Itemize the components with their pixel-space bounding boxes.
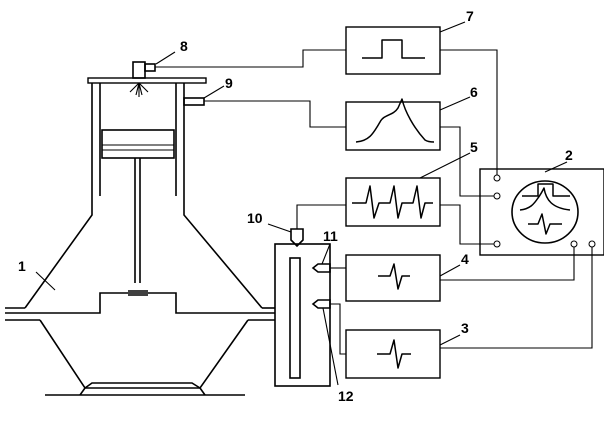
wire-4-to-2 [440, 247, 575, 281]
wire-12-to-3 [330, 303, 346, 355]
box-5 [345, 177, 441, 227]
box-6 [345, 101, 441, 151]
wire-7-to-2 [440, 49, 498, 175]
leader-4 [439, 264, 461, 277]
label-6: 6 [470, 84, 478, 100]
wire-6-to-2 [440, 126, 494, 197]
leader-11 [321, 243, 331, 265]
housing-frame [274, 243, 331, 387]
screen-pulse [522, 183, 570, 197]
crankcase-lower [39, 319, 249, 389]
triple-pulse-waveform [352, 185, 433, 219]
screen-pickup [528, 213, 562, 235]
pressure-waveform [355, 98, 435, 143]
box-4 [345, 254, 441, 302]
sensor-12-body [311, 299, 331, 309]
leader-3 [439, 334, 461, 346]
input-terminal-4 [570, 240, 578, 248]
input-terminal-6 [493, 192, 501, 200]
input-terminal-5 [493, 240, 501, 248]
sensor-10-body [290, 228, 304, 248]
leader-2 [544, 161, 568, 173]
pickup-waveform-4 [378, 263, 410, 290]
input-terminal-7 [493, 174, 501, 182]
oscilloscope [479, 168, 604, 256]
screen-pressure [519, 187, 571, 211]
foot-right [199, 387, 206, 396]
cylinder-left-wall [24, 83, 93, 309]
wiring [155, 49, 593, 355]
label-9: 9 [225, 75, 233, 91]
crankcase-foot-top [84, 382, 201, 389]
cylinder-right-wall [183, 83, 263, 309]
label-10: 10 [247, 210, 263, 226]
piston [101, 129, 175, 159]
foot-left [79, 387, 86, 396]
pressure-sensor [183, 97, 205, 106]
injector-body [132, 61, 146, 79]
wire-5-to-2 [440, 204, 494, 245]
input-terminal-3 [588, 240, 596, 248]
wire-3-to-2 [440, 247, 593, 349]
wire-8-to-7 [155, 49, 346, 68]
pulse-waveform [362, 39, 425, 59]
label-7: 7 [466, 8, 474, 24]
label-1: 1 [18, 258, 26, 274]
engine-body [5, 77, 275, 396]
housing-slot [289, 257, 301, 379]
leader-7 [439, 21, 466, 33]
cylinder-head-plate [87, 77, 207, 84]
leader-10 [267, 223, 292, 233]
box-7 [345, 26, 441, 75]
label-3: 3 [461, 320, 469, 336]
leader-9 [203, 85, 225, 99]
spray-icon [129, 82, 149, 97]
pickup-waveform-3 [377, 339, 411, 369]
label-12: 12 [338, 388, 354, 404]
injector-sensor [129, 61, 156, 97]
wire-9-to-6 [204, 100, 346, 128]
label-5: 5 [470, 139, 478, 155]
leader-8 [155, 51, 176, 65]
leader-1 [35, 271, 56, 291]
label-2: 2 [565, 147, 573, 163]
pickup-housing [274, 228, 331, 387]
crankcase-top [5, 292, 275, 314]
leader-lines [35, 21, 568, 386]
leader-12 [322, 307, 339, 386]
leader-6 [439, 96, 471, 111]
label-8: 8 [180, 38, 188, 54]
label-11: 11 [323, 228, 338, 244]
wire-10-to-5 [296, 204, 346, 229]
box-3 [345, 329, 441, 379]
leader-5 [419, 152, 471, 179]
injector-clip [144, 63, 156, 72]
sensor-11-body [311, 263, 331, 273]
oscilloscope-screen [511, 180, 579, 244]
label-4: 4 [461, 251, 469, 267]
